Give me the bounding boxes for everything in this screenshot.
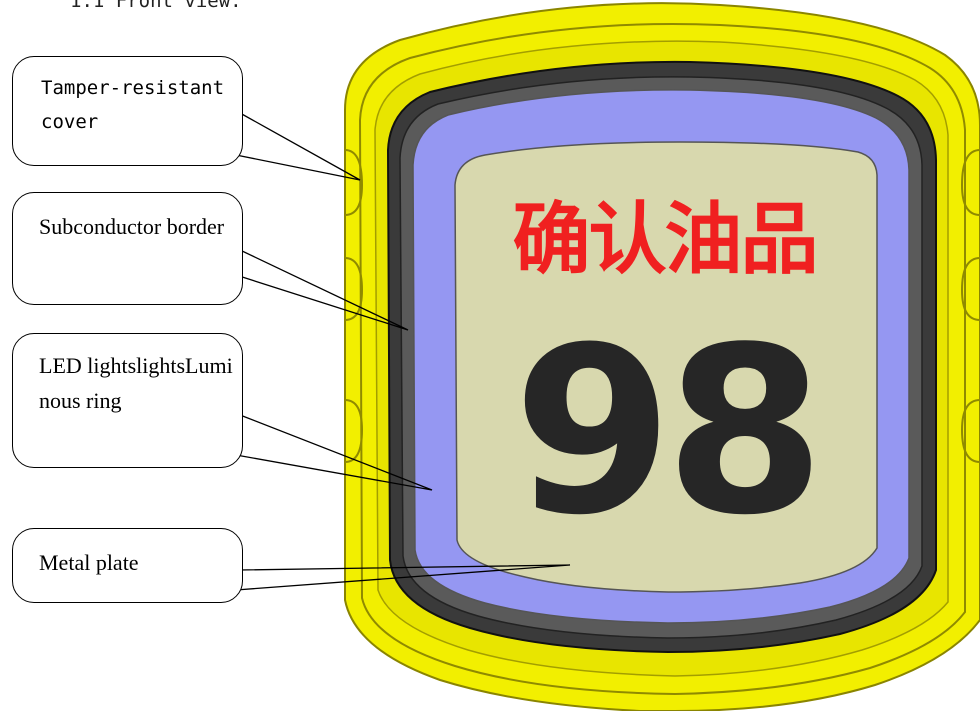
callout-subconductor-border: Subconductor border [12, 192, 243, 305]
callout-metal-plate-label: Metal plate [39, 550, 139, 575]
plate-number: 98 [512, 299, 825, 566]
cover-tab-right-mid [960, 257, 980, 321]
leader-line-metal-plate [235, 564, 571, 591]
leader-line-led-ring [235, 414, 433, 491]
plate-title: 确认油品 [512, 195, 818, 285]
section-heading: 1.1 Front view: [70, 0, 242, 12]
leader-line-tamper-cover [235, 112, 361, 181]
leader-line-subconductor [235, 249, 409, 331]
callout-led-ring: LED lightslightsLuminous ring [12, 333, 243, 468]
cover-tab-right-top [960, 149, 980, 216]
cover-tab-left-top [344, 149, 364, 216]
callout-led-ring-label: LED lightslightsLuminous ring [39, 353, 233, 413]
metal-plate-shape [454, 141, 878, 593]
cover-tab-right-low [960, 399, 980, 463]
callout-subconductor-border-label: Subconductor border [39, 214, 225, 239]
callout-tamper-cover: Tamper-resistant cover [12, 56, 243, 166]
cover-ridge-outer [358, 22, 966, 696]
cover-tab-left-mid [344, 257, 364, 321]
callout-metal-plate: Metal plate [12, 528, 243, 603]
callout-tamper-cover-label: Tamper-resistant cover [41, 77, 225, 133]
